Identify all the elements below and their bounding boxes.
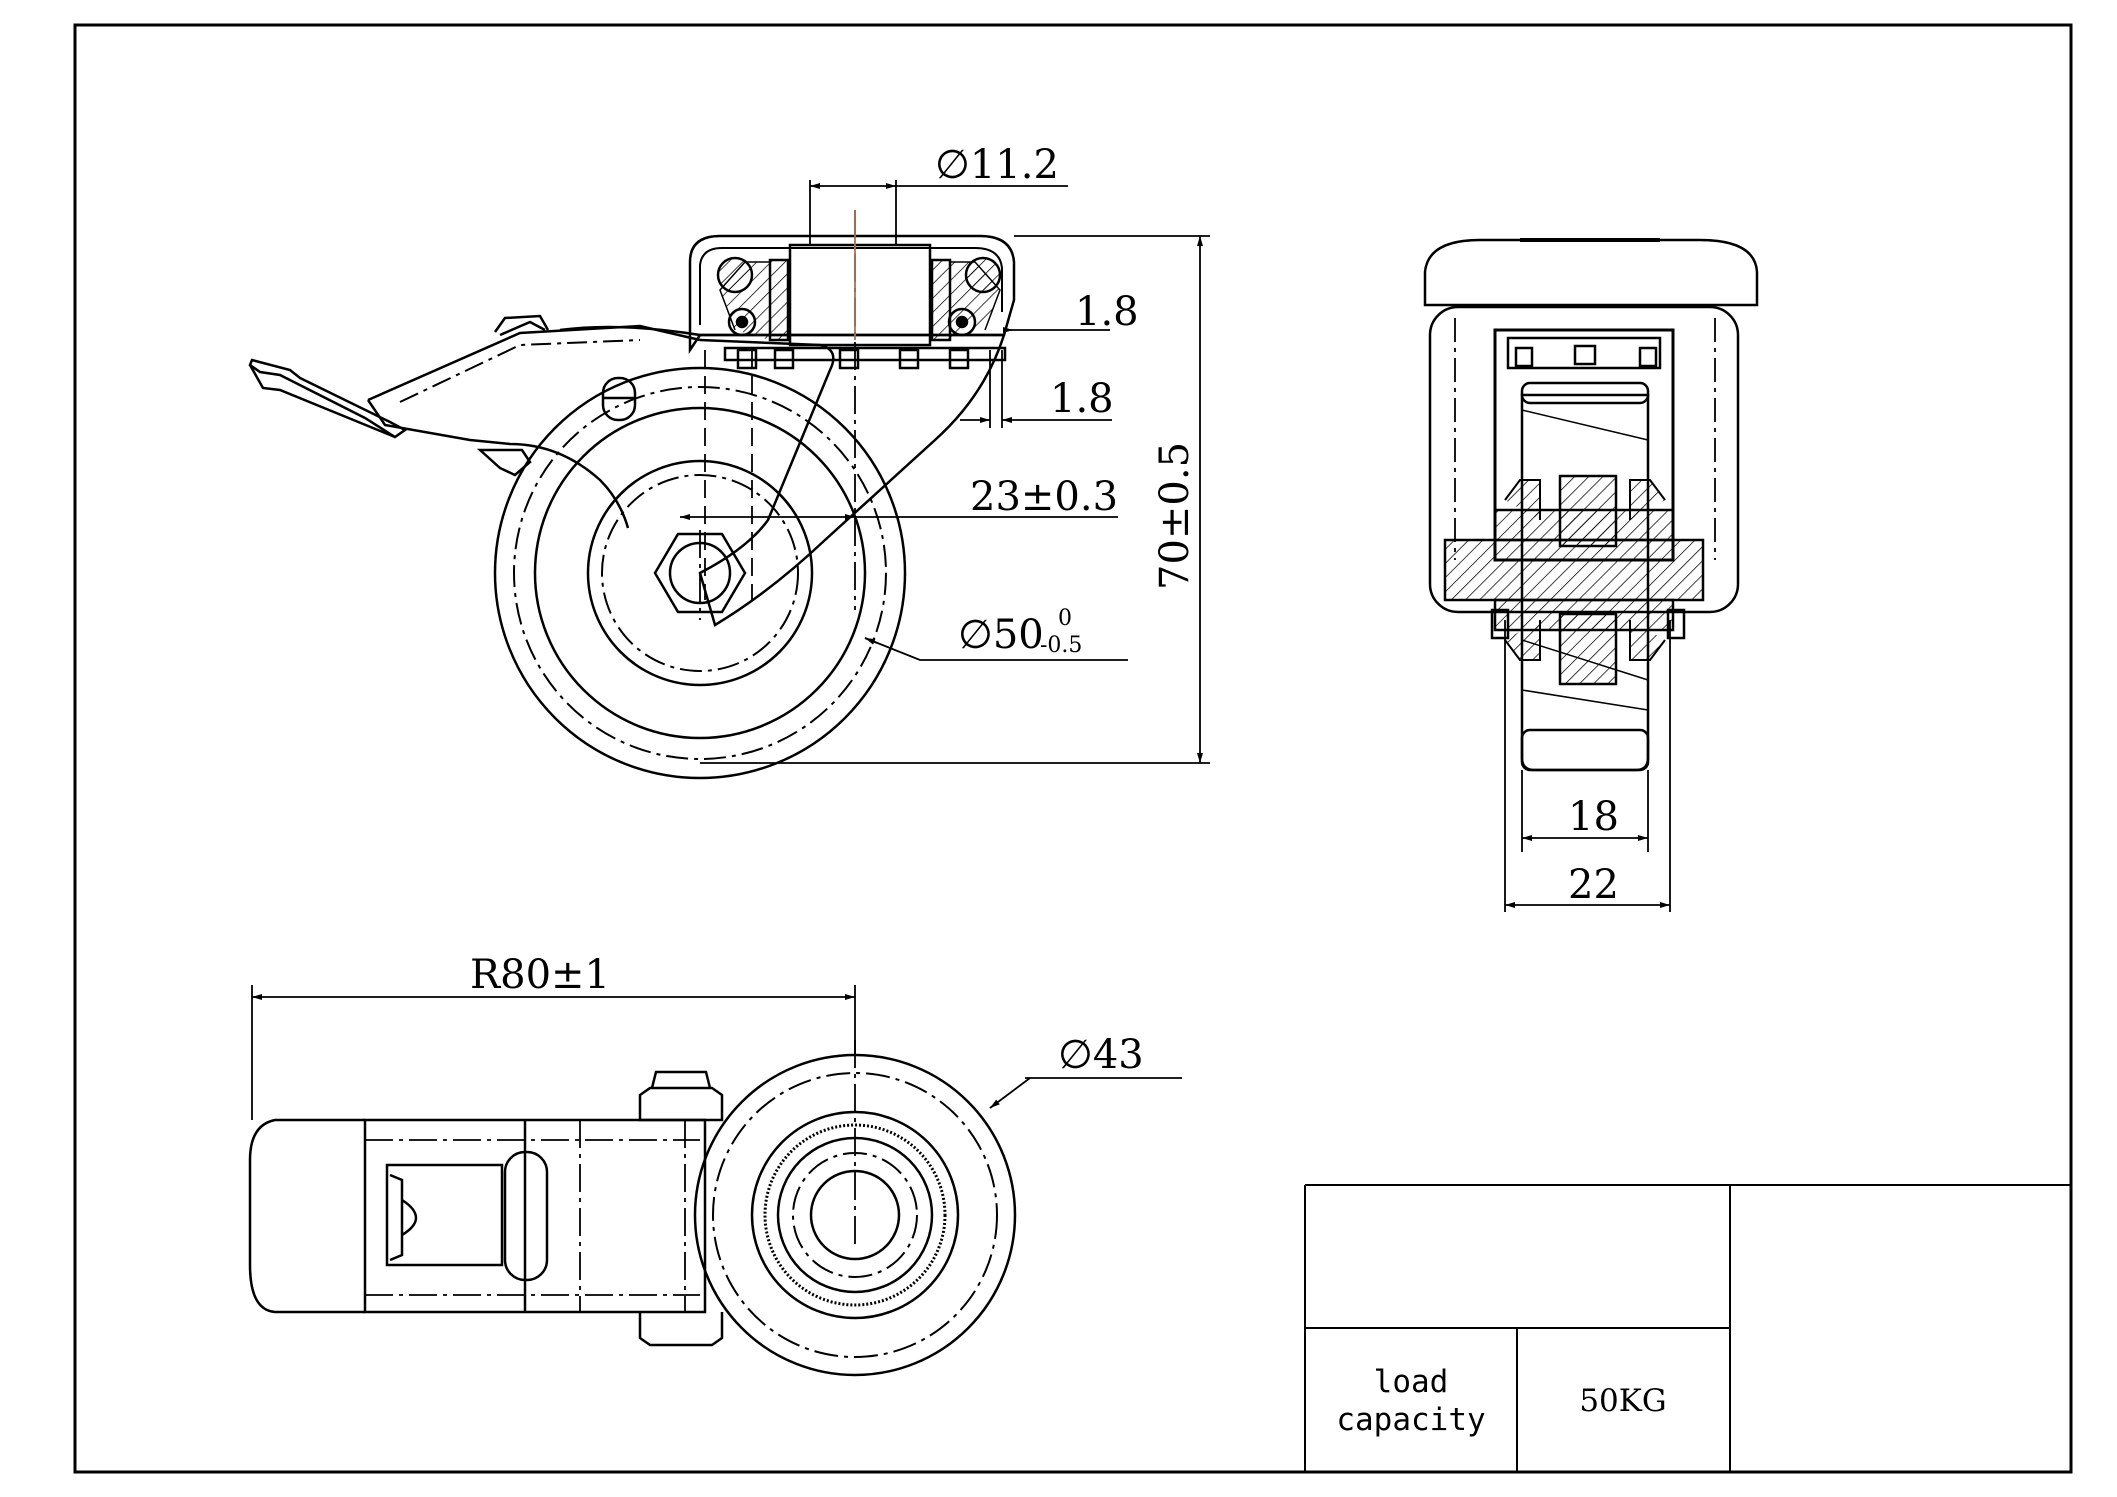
load-capacity-label-line2: capacity — [1336, 1402, 1485, 1438]
top-view-dim-labels: R80±1 ∅43 — [470, 952, 1144, 1078]
side-view — [248, 234, 1016, 780]
dim-1-8-upper: 1.8 — [1075, 289, 1139, 335]
dim-r80: R80±1 — [470, 952, 610, 998]
swivel-bore — [788, 243, 932, 347]
title-block — [1304, 1184, 2071, 1472]
top-view-dimensions — [251, 985, 1182, 1120]
dim-phi-50-tol-upper: 0 — [1058, 606, 1072, 631]
side-view-dimensions — [680, 180, 1210, 764]
side-wheel-outer — [493, 366, 907, 780]
dim-phi-50-tol-lower: -0.5 — [1040, 633, 1082, 658]
title-block-labels: load capacity 50KG — [1336, 1364, 1666, 1438]
dim-1-8-lower: 1.8 — [1050, 376, 1114, 422]
fork-body — [698, 333, 1006, 627]
brake-pedal — [248, 358, 408, 439]
dim-phi-11-2: ∅11.2 — [935, 142, 1059, 188]
dim-18: 18 — [1568, 794, 1619, 840]
dim-phi-43: ∅43 — [1058, 1032, 1144, 1078]
dim-23: 23±0.3 — [970, 474, 1118, 520]
brake-hinge — [493, 314, 550, 333]
dim-22: 22 — [1568, 862, 1619, 908]
brake-pad — [476, 448, 532, 477]
top-view-centerlines — [365, 1040, 856, 1312]
top-view — [248, 1053, 1017, 1377]
drawing-border — [73, 23, 2073, 1474]
top-wheel-axle — [809, 1169, 901, 1261]
axle-nut — [653, 532, 747, 614]
front-view-dim-labels: 18 22 — [1568, 794, 1619, 908]
side-wheel-tread — [513, 386, 887, 760]
bearing-ball — [716, 256, 754, 294]
front-axle — [1443, 538, 1705, 602]
top-nut-upper — [638, 1070, 724, 1122]
bearing-ball — [964, 256, 1002, 294]
front-view-dimensions — [1504, 620, 1671, 912]
top-wheel-tread — [712, 1072, 998, 1358]
front-hub-lower — [1558, 612, 1618, 686]
side-wheel-hub — [586, 459, 814, 687]
front-cap — [1423, 238, 1759, 307]
dim-phi-50: ∅50 — [958, 612, 1044, 658]
front-view — [1423, 238, 1759, 772]
front-hub-upper — [1558, 474, 1618, 548]
dim-70: 70±0.5 — [1152, 442, 1198, 590]
side-view-dim-labels: ∅11.2 1.8 1.8 23±0.3 70±0.5 ∅50 0 -0.5 — [935, 142, 1198, 658]
top-lever-grip — [503, 1150, 549, 1282]
top-wheel-hub — [776, 1136, 934, 1294]
load-capacity-label-line1: load — [1374, 1364, 1449, 1400]
load-capacity-value: 50KG — [1579, 1383, 1666, 1419]
top-pedal — [248, 1118, 365, 1314]
side-wheel-rim — [533, 406, 867, 740]
top-lever-body — [363, 1118, 707, 1314]
brake-lever — [366, 320, 701, 529]
side-wheel-hub-inner — [601, 474, 799, 672]
side-view-centerlines — [699, 210, 856, 620]
top-nut-lower — [638, 1312, 724, 1347]
